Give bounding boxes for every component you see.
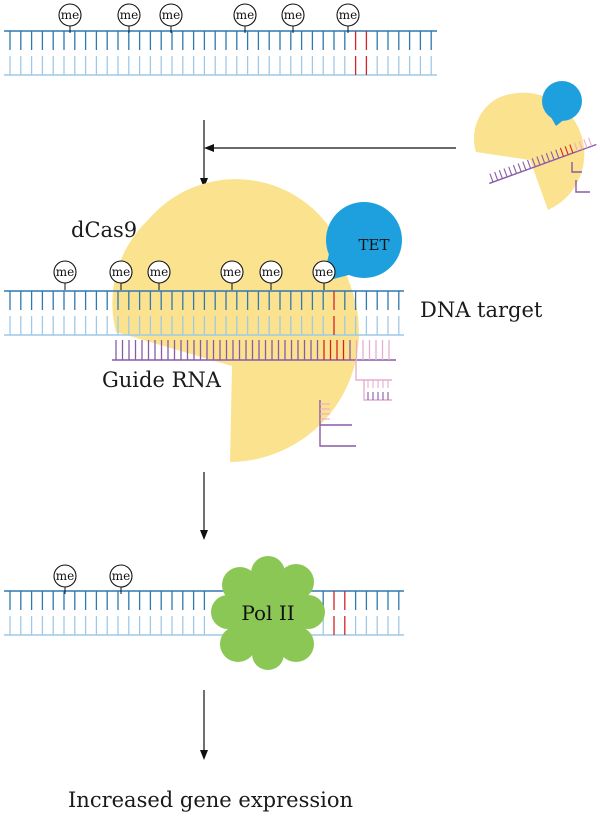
svg-text:me: me — [284, 8, 302, 22]
methyl-mark: me — [58, 3, 82, 33]
svg-text:me: me — [315, 265, 333, 279]
svg-text:me: me — [112, 569, 130, 583]
methyl-mark: me — [147, 260, 171, 290]
tet-inset-neck — [548, 112, 566, 126]
methyl-marks-middle: me me me me me me — [53, 260, 336, 290]
methylated-dna-top — [4, 30, 437, 76]
svg-text:me: me — [61, 8, 79, 22]
methyl-mark: me — [53, 564, 77, 594]
svg-text:me: me — [223, 265, 241, 279]
tet-inset — [542, 81, 582, 121]
methyl-mark: me — [281, 3, 305, 33]
demethylated-dna-bottom — [4, 590, 404, 636]
methyl-mark: me — [117, 3, 141, 33]
dcas9-protein — [112, 179, 359, 463]
guide-rna-strand — [112, 340, 396, 447]
outcome-label: Increased gene expression — [68, 788, 354, 812]
svg-text:me: me — [56, 265, 74, 279]
dna-target-label: DNA target — [420, 298, 543, 322]
svg-text:me: me — [120, 8, 138, 22]
methyl-mark: me — [53, 260, 77, 290]
dcas9-complex-inset — [473, 81, 597, 210]
tet-label: TET — [359, 236, 390, 254]
guide-rna-label: Guide RNA — [102, 368, 221, 392]
arrow-down-1 — [200, 120, 208, 188]
methyl-mark: me — [109, 260, 133, 290]
methyl-mark: me — [259, 260, 283, 290]
methyl-mark: me — [312, 260, 336, 290]
methyl-mark: me — [109, 564, 133, 594]
arrow-down-3 — [200, 690, 208, 760]
pol2-enzyme: Pol II — [211, 556, 325, 670]
svg-text:me: me — [162, 8, 180, 22]
arrow-down-2 — [200, 472, 208, 540]
inset-dna-strand — [489, 137, 597, 185]
methyl-mark: me — [159, 3, 183, 33]
svg-text:me: me — [150, 265, 168, 279]
target-dna-middle — [4, 290, 404, 336]
methyl-mark: me — [220, 260, 244, 290]
methyl-mark: me — [336, 3, 360, 33]
svg-text:me: me — [56, 569, 74, 583]
svg-text:me: me — [262, 265, 280, 279]
methyl-marks-top: me me me me me me — [58, 3, 360, 33]
svg-text:me: me — [339, 8, 357, 22]
methyl-mark: me — [233, 3, 257, 33]
pol2-label: Pol II — [241, 601, 294, 625]
svg-text:me: me — [112, 265, 130, 279]
inset-guide-tail — [571, 162, 590, 193]
dcas9-label: dCas9 — [71, 218, 138, 242]
arrow-incoming — [204, 144, 456, 152]
methyl-marks-bottom: me me — [53, 564, 133, 594]
svg-text:me: me — [236, 8, 254, 22]
